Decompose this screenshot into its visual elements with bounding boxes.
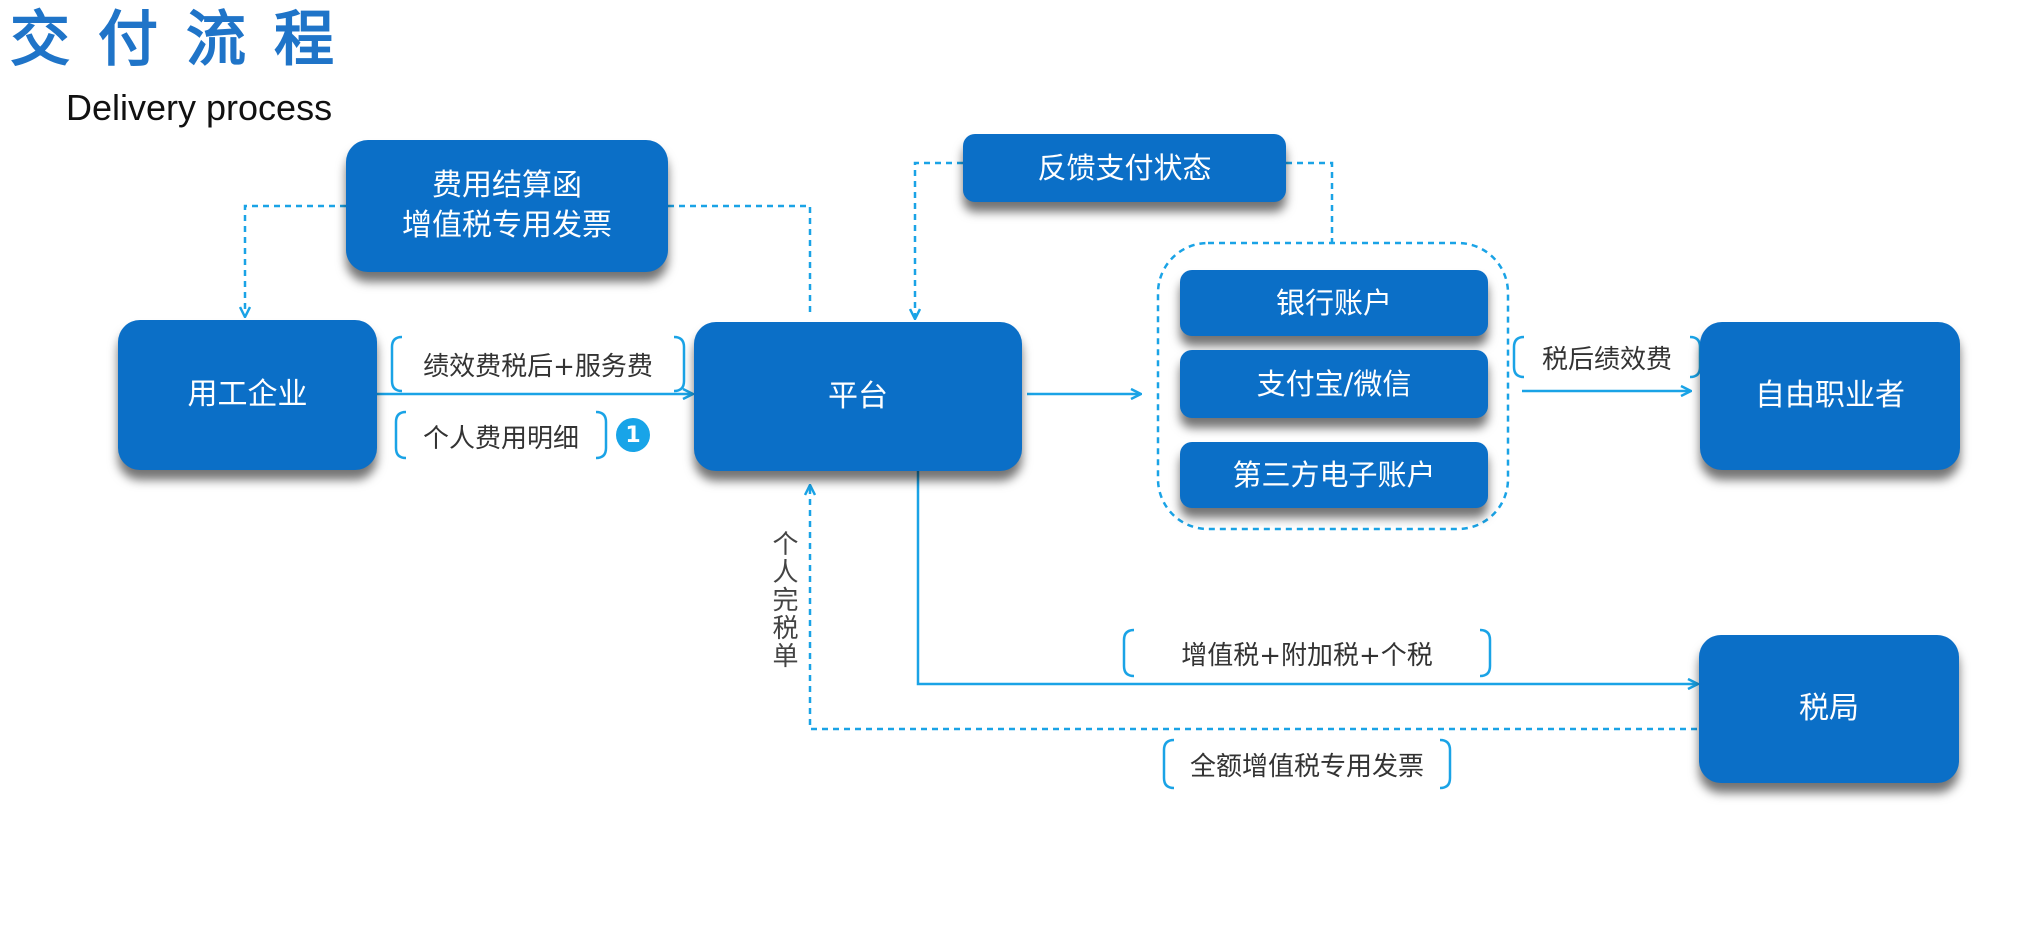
detail-label: 个人费用明细 [422, 423, 579, 454]
feedback-to-platform-line [915, 161, 963, 318]
platform-label: 平台 [828, 378, 888, 414]
bank-account-label: 银行账户 [1275, 286, 1392, 320]
invoice-box-line1: 费用结算函 [432, 168, 582, 203]
bracket-detail-right [595, 410, 608, 460]
bracket-taxes-left [1122, 628, 1135, 678]
bracket-full-invoice-left [1162, 738, 1175, 790]
bracket-aftertax-left [1512, 335, 1525, 379]
bracket-taxes-right [1479, 628, 1492, 678]
taxes-label: 增值税+附加税+个税 [1181, 640, 1433, 671]
bracket-fees-left [390, 335, 403, 393]
step-badge: 1 [616, 418, 650, 452]
employer-box: 用工企业 [118, 320, 377, 470]
bracket-detail-left [394, 410, 407, 460]
bracket-full-invoice-right [1439, 738, 1452, 790]
tax-slip-label: 个人完税单 [768, 530, 798, 670]
tax-to-platform-line [810, 486, 1697, 731]
alipay-wechat-label: 支付宝/微信 [1256, 367, 1412, 401]
platform-to-tax-arrow [916, 471, 1697, 684]
platform-box: 平台 [694, 322, 1022, 471]
invoice-to-platform-line [668, 204, 812, 316]
fees-label: 绩效费税后+服务费 [423, 351, 653, 382]
after-tax-label: 税后绩效费 [1541, 344, 1672, 375]
freelancer-box: 自由职业者 [1700, 322, 1960, 470]
third-party-account-label: 第三方电子账户 [1232, 458, 1436, 492]
invoice-to-employer-line [245, 204, 346, 316]
tax-bureau-label: 税局 [1799, 691, 1859, 726]
bracket-aftertax-right [1689, 335, 1702, 379]
third-party-account-box: 第三方电子账户 [1180, 442, 1488, 508]
feedback-to-accounts-line [1286, 161, 1334, 243]
page-title: 交付流程 [10, 5, 362, 75]
employer-label: 用工企业 [187, 377, 308, 412]
tax-bureau-box: 税局 [1699, 635, 1959, 783]
payment-accounts-group [1156, 241, 1510, 531]
feedback-box-label: 反馈支付状态 [1037, 151, 1212, 185]
page-subtitle: Delivery process [66, 87, 333, 128]
alipay-wechat-box: 支付宝/微信 [1180, 350, 1488, 418]
feedback-box: 反馈支付状态 [963, 134, 1286, 202]
full-invoice-label: 全额增值税专用发票 [1189, 751, 1424, 782]
bracket-fees-right [673, 335, 686, 393]
invoice-box: 费用结算函 增值税专用发票 [346, 140, 668, 272]
freelancer-label: 自由职业者 [1755, 378, 1905, 413]
invoice-box-line2: 增值税专用发票 [402, 208, 612, 243]
bank-account-box: 银行账户 [1180, 270, 1488, 336]
